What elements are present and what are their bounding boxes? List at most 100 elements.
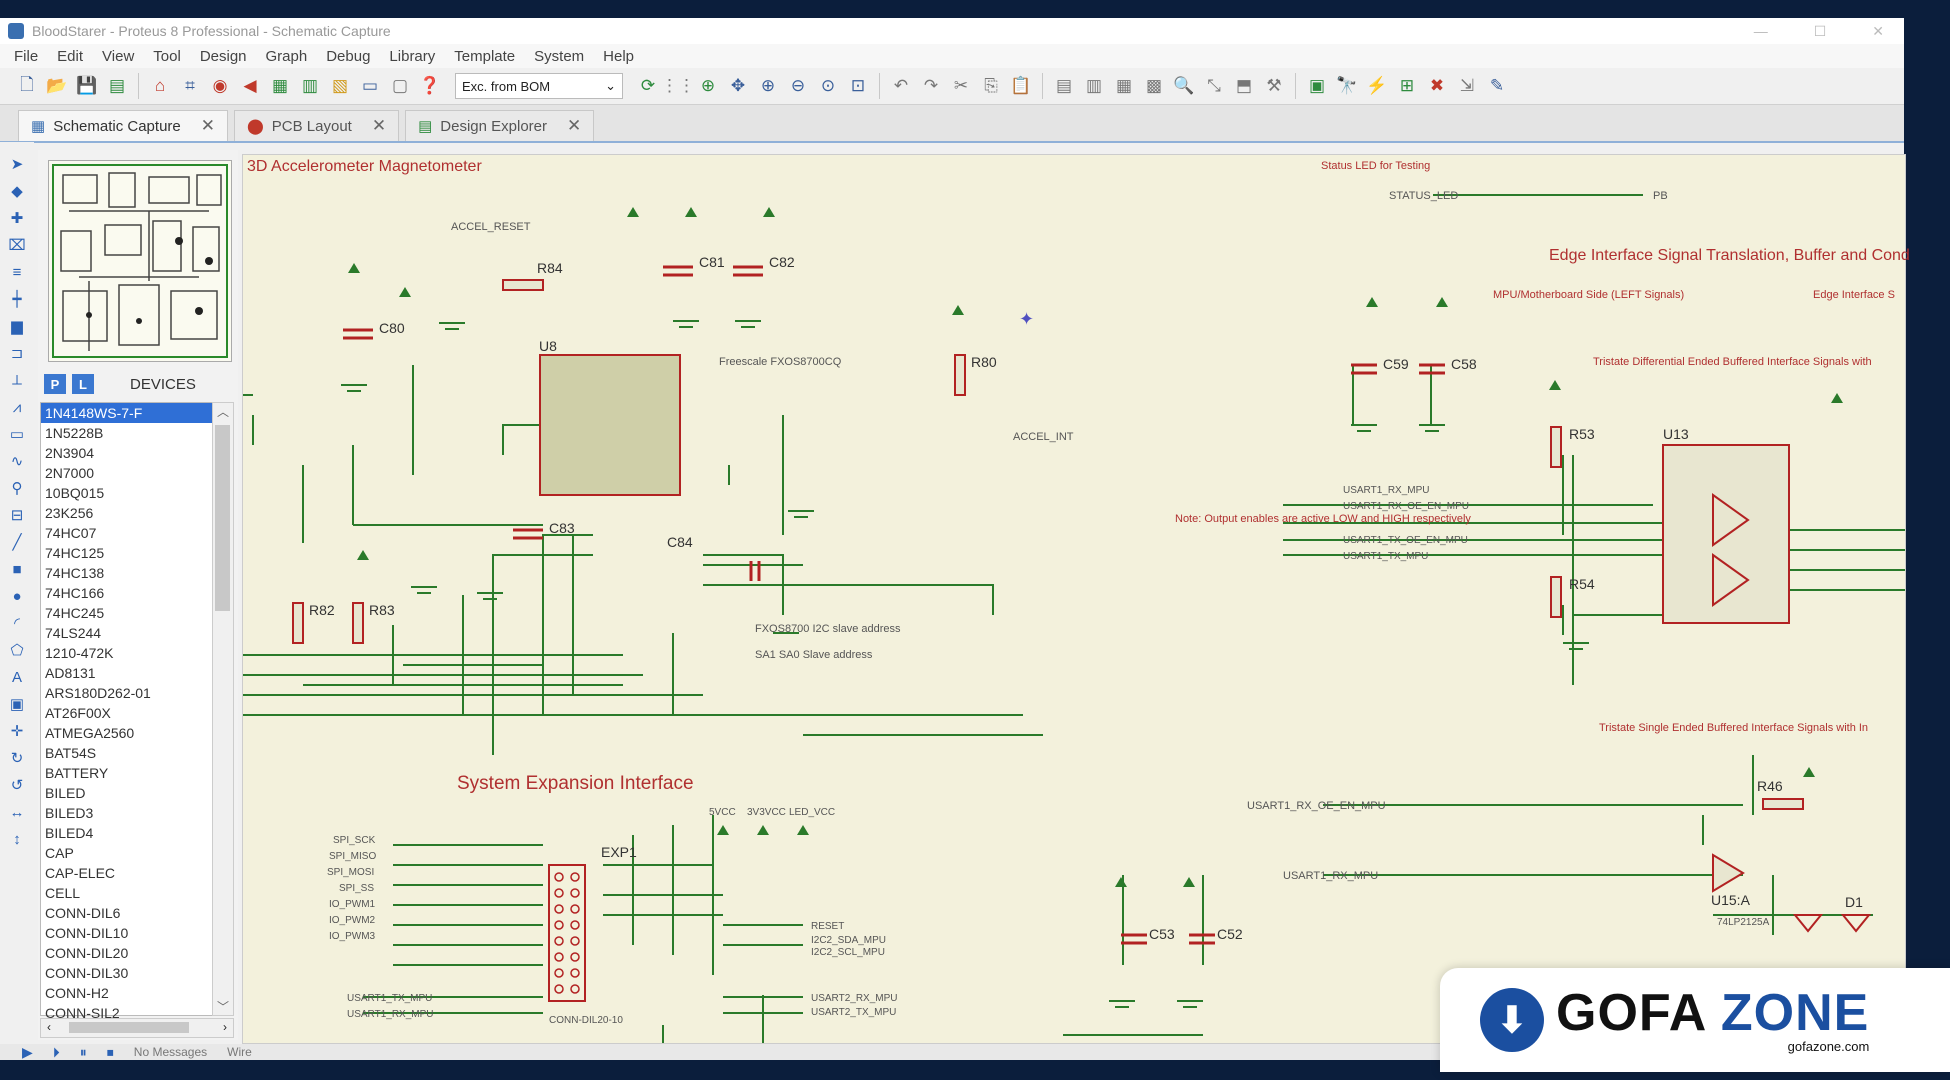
device-item[interactable]: BATTERY [45,765,109,781]
zoom-in-icon[interactable]: ⊕ [760,76,776,95]
device-item[interactable]: ARS180D262-01 [45,685,151,701]
path-icon[interactable]: ⬠ [10,642,24,659]
variant-select[interactable]: Exc. from BOM⌄ [455,73,623,99]
tab-close-icon[interactable]: ✕ [567,116,582,135]
scroll-up-icon[interactable]: ︿ [216,405,229,419]
menu-system[interactable]: System [534,47,585,65]
rotate-cw-icon[interactable]: ↻ [10,750,24,767]
report-icon[interactable]: ▧ [331,76,349,95]
device-item[interactable]: 23K256 [45,505,94,521]
device-item[interactable]: BILED3 [45,805,94,821]
marker-icon[interactable]: ✛ [10,723,24,740]
decompose-icon[interactable]: ⚒ [1266,76,1282,95]
packaging-icon[interactable]: ⬒ [1235,76,1253,95]
bus-icon[interactable]: ┿ [12,291,22,308]
notes-icon[interactable]: ▢ [391,76,409,95]
play-icon[interactable]: ▶ [22,1043,33,1060]
scroll-right-icon[interactable]: › [223,1020,227,1034]
goto-sheet-icon[interactable]: ⇲ [1459,76,1475,95]
menu-edit[interactable]: Edit [57,47,84,65]
step-icon[interactable]: ⏵ [52,1043,60,1060]
netlist-icon[interactable]: ▣ [1308,76,1326,95]
device-item[interactable]: 74HC166 [45,585,105,601]
device-list-scrollbar[interactable]: ︿ ﹀ [212,402,234,1016]
tab-close-icon[interactable]: ✕ [200,116,215,135]
minimize-icon[interactable]: — [1753,22,1768,39]
pick-devices-button[interactable]: P [44,374,66,394]
redo-icon[interactable]: ↷ [923,76,939,95]
block-copy-icon[interactable]: ▤ [1055,76,1073,95]
pick-device-icon[interactable]: 🔍 [1173,76,1195,95]
help-icon[interactable]: ❓ [419,76,441,95]
edit-notes-icon[interactable]: ✎ [1489,76,1505,95]
device-item[interactable]: 74LS244 [45,625,102,641]
block-delete-icon[interactable]: ▩ [1145,76,1163,95]
property-tool-icon[interactable]: ⚡ [1366,76,1388,95]
device-item[interactable]: 74HC07 [45,525,97,541]
circle-icon[interactable]: ● [12,587,22,605]
save-icon[interactable]: 💾 [76,76,98,95]
menu-library[interactable]: Library [389,47,436,65]
tab-schematic-capture[interactable]: ▦Schematic Capture✕ [18,110,228,141]
refresh-icon[interactable]: ⟳ [640,76,656,95]
wire-label-icon[interactable]: ⌧ [8,237,26,254]
device-item[interactable]: 74HC125 [45,545,105,561]
instrument-icon[interactable]: ⊟ [10,507,24,524]
grid-icon[interactable]: ⋮⋮ [661,76,695,95]
terminal-icon[interactable]: ⊐ [10,345,24,362]
menu-tool[interactable]: Tool [153,47,181,65]
schematic-canvas[interactable]: 3D Accelerometer Magnetometer System Exp… [242,154,1910,1044]
origin-icon[interactable]: ⊕ [700,76,716,95]
import-icon[interactable]: ▤ [108,76,126,95]
device-item[interactable]: CELL [45,885,81,901]
graph-mode-icon[interactable]: ⩘ [12,398,22,416]
device-list-hscrollbar[interactable]: ‹ › [40,1018,234,1038]
scroll-thumb[interactable] [215,425,230,611]
device-item[interactable]: AT26F00X [45,705,111,721]
line-icon[interactable]: ╱ [12,534,22,551]
device-item[interactable]: CAP [45,845,74,861]
symbol-icon[interactable]: ▣ [9,696,25,713]
search-icon[interactable]: 🔭 [1336,76,1358,95]
tab-close-icon[interactable]: ✕ [371,116,387,135]
cut-icon[interactable]: ✂ [953,76,969,95]
device-item[interactable]: ATMEGA2560 [45,725,135,741]
pcb-icon[interactable]: ◉ [212,76,228,95]
zoom-out-icon[interactable]: ⊖ [790,76,806,95]
new-file-icon[interactable]: 🗋 [20,74,34,94]
device-item[interactable]: CAP-ELEC [45,865,116,881]
zoom-area-icon[interactable]: ⊡ [850,76,866,95]
back-icon[interactable]: ◀ [243,76,257,95]
device-item[interactable]: 1N4148WS-7-F [41,403,213,423]
menu-view[interactable]: View [102,47,135,65]
pause-icon[interactable]: ⏸ [79,1043,87,1060]
paste-icon[interactable]: 📋 [1010,76,1032,95]
scroll-down-icon[interactable]: ﹀ [216,1000,229,1014]
device-item[interactable]: 1N5228B [45,425,104,441]
device-item[interactable]: CONN-H2 [45,985,109,1001]
menu-design[interactable]: Design [199,47,247,65]
tab-design-explorer[interactable]: ▤Design Explorer✕ [405,110,595,141]
device-item[interactable]: BILED4 [45,825,94,841]
hscroll-thumb[interactable] [69,1022,189,1033]
delete-sheet-icon[interactable]: ✖ [1429,76,1445,95]
generator-icon[interactable]: ∿ [10,453,24,470]
rotate-ccw-icon[interactable]: ↺ [10,777,24,794]
menu-help[interactable]: Help [603,47,635,65]
probe-icon[interactable]: ⚲ [11,480,23,497]
bom-icon[interactable]: ▥ [301,76,319,95]
home-icon[interactable]: ⌂ [154,76,166,95]
subcircuit-icon[interactable]: ▆ [11,318,23,335]
copy-icon[interactable]: ⎘ [984,76,998,95]
maximize-icon[interactable]: ☐ [1813,22,1827,39]
box-icon[interactable]: ■ [12,560,22,578]
pan-icon[interactable]: ✥ [730,76,746,95]
menu-debug[interactable]: Debug [326,47,371,65]
zoom-all-icon[interactable]: ⊙ [820,76,836,95]
stop-icon[interactable]: ⏹ [106,1043,114,1060]
block-move-icon[interactable]: ▥ [1085,76,1103,95]
messages-status[interactable]: No Messages [133,1045,208,1059]
scroll-left-icon[interactable]: ‹ [47,1020,51,1034]
tape-icon[interactable]: ▭ [9,426,25,443]
